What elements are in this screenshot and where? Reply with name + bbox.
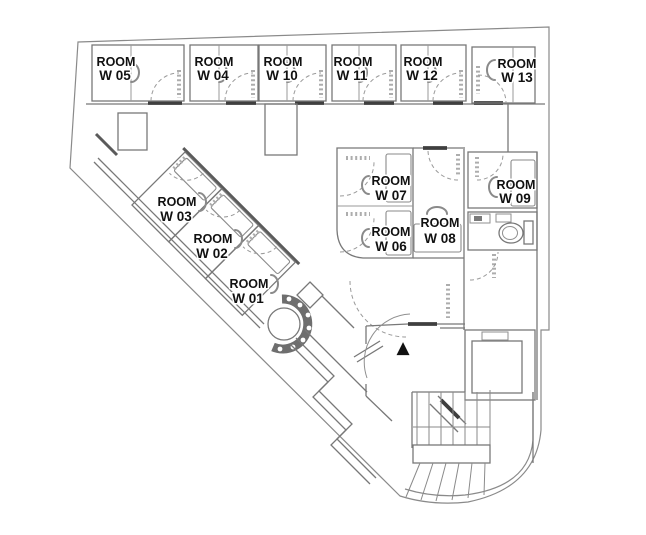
svg-text:W 06: W 06 (375, 239, 407, 254)
outer-boundary (69, 26, 550, 504)
svg-text:W 10: W 10 (266, 68, 298, 83)
svg-text:W 13: W 13 (501, 70, 533, 85)
lobby: ▲ (353, 313, 465, 422)
shelf (495, 213, 512, 223)
room-label-w09: ROOM (497, 178, 536, 192)
room-label-w04: ROOM (195, 55, 234, 69)
sink-counter (469, 213, 491, 224)
room-w13 (471, 46, 536, 104)
entry-door-swing (363, 313, 411, 379)
room-label-w12: ROOM (404, 55, 443, 69)
duct-pillar-center (264, 103, 298, 156)
svg-text:W 04: W 04 (197, 68, 229, 83)
room-labels: ROOM W 05 ROOM W 04 ROOM W 10 ROOM W 11 … (95, 54, 538, 308)
room-w08 (413, 146, 464, 259)
door-leaf (353, 340, 381, 358)
room-label-w11: ROOM (334, 55, 373, 69)
room-label-w08: ROOM (421, 216, 460, 230)
svg-text:W 08: W 08 (424, 231, 456, 246)
stair-landing (412, 444, 491, 464)
pillar-diamond (296, 281, 324, 309)
inner-curve-wall (404, 392, 534, 497)
duct-pillar-left (117, 112, 148, 151)
elevator (464, 329, 536, 401)
room-label-w07: ROOM (372, 174, 411, 188)
door-leaf (356, 345, 384, 363)
svg-text:W 09: W 09 (499, 191, 531, 206)
room-w04 (189, 44, 259, 102)
room-w12 (400, 44, 467, 102)
svg-text:W 11: W 11 (337, 68, 368, 83)
room-label-w13: ROOM (498, 57, 537, 71)
svg-text:W 12: W 12 (406, 68, 438, 83)
staircase (405, 390, 534, 502)
room-label-w03: ROOM (158, 195, 197, 209)
hall-door (349, 280, 450, 338)
room-block-w07-w06 (336, 147, 414, 259)
room-label-w06: ROOM (372, 225, 411, 239)
svg-text:W 07: W 07 (375, 188, 407, 203)
room-label-w05: ROOM (97, 55, 136, 69)
svg-text:W 03: W 03 (160, 209, 192, 224)
diagonal-wing (93, 147, 301, 329)
wall-segment (94, 132, 119, 157)
room-w10 (258, 44, 327, 102)
room-w11 (331, 44, 397, 102)
sink-basin (474, 216, 482, 221)
triangle-marker: ▲ (396, 338, 410, 358)
room-label-w01: ROOM (230, 277, 269, 291)
toilet-room (467, 211, 538, 281)
entrance-zigzag-corridor (289, 295, 377, 485)
svg-text:W 02: W 02 (196, 246, 228, 261)
room-label-w10: ROOM (264, 55, 303, 69)
room-label-w02: ROOM (194, 232, 233, 246)
svg-text:W 01: W 01 (232, 291, 264, 306)
svg-text:W 05: W 05 (99, 68, 131, 83)
room-w09 (467, 151, 538, 209)
toilet-icon (498, 220, 534, 245)
room-w05 (91, 44, 185, 102)
spiral-stair (267, 294, 313, 354)
